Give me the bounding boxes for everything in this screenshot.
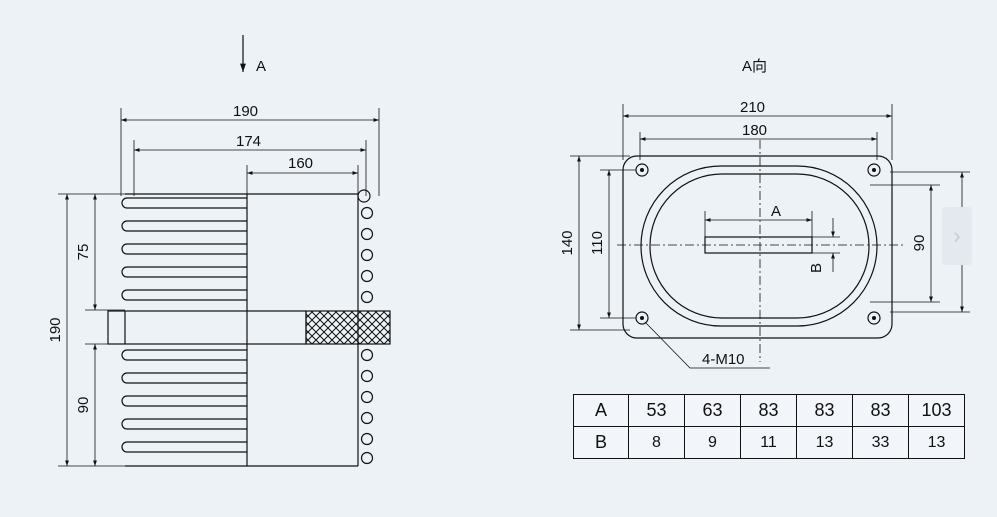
table-cell: 63 <box>684 394 741 427</box>
dim-90-left: 90 <box>75 397 92 414</box>
dim-height-190: 190 <box>47 317 64 342</box>
table-cell: 83 <box>796 394 853 427</box>
table-cell: 83 <box>740 394 797 427</box>
table-cell: 8 <box>628 426 685 459</box>
table-cell: 9 <box>684 426 741 459</box>
top-view-title: A向 <box>742 58 767 75</box>
dim-174: 174 <box>236 133 261 150</box>
right-sheds <box>357 189 374 465</box>
dim-190-top: 190 <box>233 103 258 120</box>
dim-slot-a: A <box>771 203 781 220</box>
table-cell: 83 <box>852 394 909 427</box>
table-header-a: A <box>573 394 629 427</box>
dim-75: 75 <box>75 244 92 261</box>
table-cell: 13 <box>908 426 965 459</box>
table-cell: 11 <box>740 426 797 459</box>
view-label-a: A <box>256 58 266 75</box>
dim-140: 140 <box>559 230 576 255</box>
next-nav-button[interactable]: › <box>942 207 972 265</box>
table-row-a: A 53 63 83 83 83 103 <box>573 394 965 427</box>
table-cell: 53 <box>628 394 685 427</box>
dim-slot-b: B <box>808 263 825 273</box>
conductor-hatched-section <box>305 310 391 345</box>
conductor-bar <box>107 310 307 345</box>
flange-plate <box>622 155 893 339</box>
top-view: A向 210 180 A B <box>559 58 970 369</box>
lower-sheds <box>121 349 247 453</box>
dimension-table: A 53 63 83 83 83 103 B 8 9 11 13 33 13 <box>573 394 965 459</box>
bolt-holes <box>635 163 881 325</box>
dim-160: 160 <box>288 155 313 172</box>
inner-oval <box>649 173 870 319</box>
outer-oval <box>640 165 878 327</box>
dim-180: 180 <box>742 122 767 139</box>
table-cell: 103 <box>908 394 965 427</box>
side-view: A 190 174 160 190 75 90 <box>47 35 391 467</box>
upper-sheds <box>121 197 247 301</box>
conductor-slot <box>704 236 813 254</box>
table-cell: 33 <box>852 426 909 459</box>
table-header-b: B <box>573 426 629 459</box>
table-row-b: B 8 9 11 13 33 13 <box>573 426 965 459</box>
dim-90-right: 90 <box>911 235 928 252</box>
chevron-right-icon: › <box>953 223 961 248</box>
dim-210: 210 <box>740 99 765 116</box>
bolt-leader-line <box>644 321 770 369</box>
dim-110: 110 <box>589 231 606 255</box>
bolt-label: 4-M10 <box>702 351 745 368</box>
table-cell: 13 <box>796 426 853 459</box>
